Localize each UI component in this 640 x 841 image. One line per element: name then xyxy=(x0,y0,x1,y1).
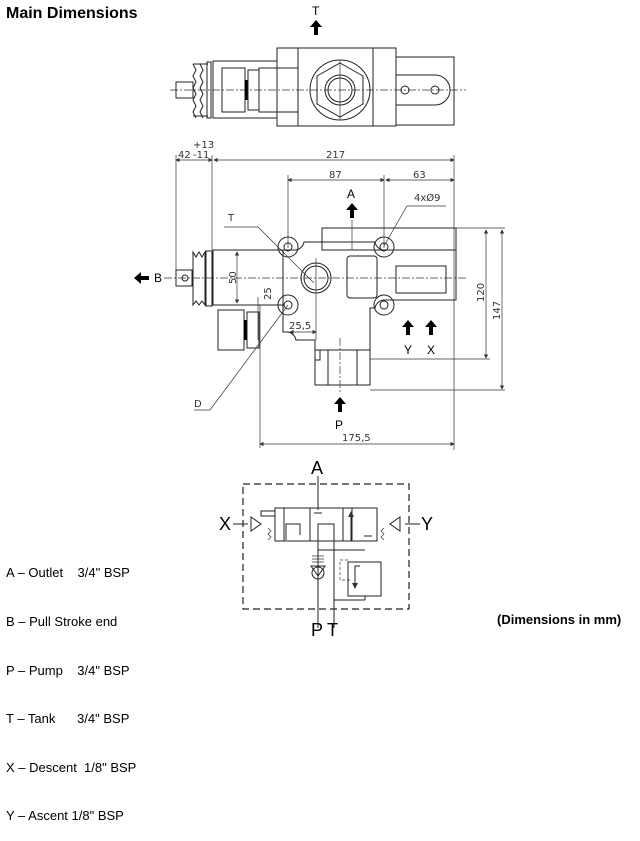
top-rod xyxy=(175,81,194,99)
arrow-up-icon xyxy=(425,320,437,335)
dim-port-offset: 25,5 xyxy=(289,321,311,332)
valve-block xyxy=(274,507,378,542)
dim-stroke: 42 xyxy=(178,150,191,161)
arrow-left-icon xyxy=(134,272,149,284)
legend-item: X – Descent 1/8" BSP xyxy=(6,759,137,775)
legend-item: A – Outlet 3/4" BSP xyxy=(6,565,130,581)
bolt-hole-tr xyxy=(379,242,389,252)
legend-item: P – Pump 3/4" BSP xyxy=(6,662,130,678)
front-body xyxy=(282,241,457,361)
dim-right-offset: 63 xyxy=(413,170,426,181)
port-t-label: T xyxy=(227,213,235,224)
top-tab-hole-1 xyxy=(400,85,410,95)
top-stem xyxy=(258,67,299,113)
port-p-label: P xyxy=(335,418,343,432)
port-y-label: Y xyxy=(404,343,412,357)
relief-arrow xyxy=(352,565,360,589)
valve-path-2 xyxy=(317,523,335,541)
front-top-block xyxy=(321,227,457,251)
relief-pilot xyxy=(339,559,350,581)
schematic-boundary xyxy=(242,483,410,610)
top-flange xyxy=(206,61,212,119)
bolt-hole-bl xyxy=(283,300,293,310)
top-bellows-2 xyxy=(199,63,204,119)
bolt-ear-br xyxy=(373,294,395,316)
front-window xyxy=(346,255,378,299)
dim-half-height: 25 xyxy=(263,287,274,300)
dim-body-height: 50 xyxy=(228,271,239,284)
port-x-label: X xyxy=(427,343,435,357)
dim-stroke-tol-minus: -11 xyxy=(193,150,209,161)
port-d-label: D xyxy=(194,399,202,410)
bolt-hole-tl xyxy=(283,242,293,252)
spring-right-icon xyxy=(380,527,385,541)
legend-item: Y – Ascent 1/8" BSP xyxy=(6,808,124,824)
x-pilot-triangle xyxy=(250,516,262,532)
top-tab-hole-2 xyxy=(430,85,440,95)
dim-stroke-tol-plus: +13 xyxy=(193,140,214,151)
front-bellows xyxy=(192,250,206,307)
front-p-fitting xyxy=(314,349,371,386)
top-view-port-label-t: T xyxy=(312,4,320,18)
arrow-up-icon xyxy=(402,320,414,335)
bolt-hole-br xyxy=(379,300,389,310)
port-legend: A – Outlet 3/4" BSP B – Pull Stroke end … xyxy=(6,533,136,841)
relief-valve xyxy=(347,561,382,597)
top-view: T xyxy=(170,4,466,127)
holes-leader xyxy=(383,205,446,247)
front-lower-seal xyxy=(244,320,247,340)
dim-holes: 4xØ9 xyxy=(414,192,441,204)
spring-left-icon xyxy=(267,527,272,541)
front-flange xyxy=(205,250,213,307)
t-leader xyxy=(224,226,315,284)
dim-overall-length: 217 xyxy=(326,150,345,161)
schematic-port-y: Y xyxy=(421,514,433,534)
port-a-label: A xyxy=(347,187,355,201)
check-spring-icon xyxy=(312,555,324,563)
dim-height-120: 120 xyxy=(476,283,487,302)
port-b-label: B xyxy=(154,271,162,285)
units-note: (Dimensions in mm) xyxy=(497,612,622,627)
dim-hole-spacing: 87 xyxy=(329,170,342,181)
legend-item: B – Pull Stroke end xyxy=(6,614,118,629)
check-valve-ball xyxy=(311,566,325,580)
front-rod-eye xyxy=(175,269,193,287)
front-right-window xyxy=(395,265,447,294)
arrow-up-icon xyxy=(346,203,358,218)
front-lower-nut xyxy=(217,309,245,351)
y-pilot-triangle xyxy=(389,516,401,532)
schematic-port-a: A xyxy=(311,458,323,478)
bolt-ear-bl xyxy=(277,294,299,316)
hydraulic-schematic: A X Y P T xyxy=(219,458,433,639)
top-tab xyxy=(396,74,451,106)
drawing-canvas: T 42 xyxy=(134,4,505,639)
bolt-ear-tl xyxy=(277,236,299,258)
valve-path-1 xyxy=(285,523,301,540)
schematic-port-x: X xyxy=(219,514,231,534)
front-rod-eye-hole xyxy=(181,274,189,282)
page-title: Main Dimensions xyxy=(6,5,138,22)
check-valve-seat xyxy=(310,565,326,577)
dim-height-147: 147 xyxy=(492,301,503,320)
top-bellows xyxy=(192,63,197,119)
bolt-ear-tr xyxy=(373,236,395,258)
front-view: 42 +13 -11 217 87 63 A 4xØ9 T B xyxy=(134,140,505,450)
top-body xyxy=(276,47,397,127)
schematic-port-p: P xyxy=(311,620,323,639)
arrow-up-icon xyxy=(310,20,322,35)
top-right-block xyxy=(395,56,455,126)
arrow-up-icon xyxy=(334,397,346,412)
schematic-port-t: T xyxy=(327,620,338,639)
top-seal xyxy=(245,80,248,100)
d-leader xyxy=(194,304,289,411)
valve-actuator xyxy=(260,510,276,517)
legend-item: T – Tank 3/4" BSP xyxy=(6,711,130,727)
front-lower-nut-2 xyxy=(246,311,260,349)
dim-base-length: 175,5 xyxy=(342,433,371,444)
